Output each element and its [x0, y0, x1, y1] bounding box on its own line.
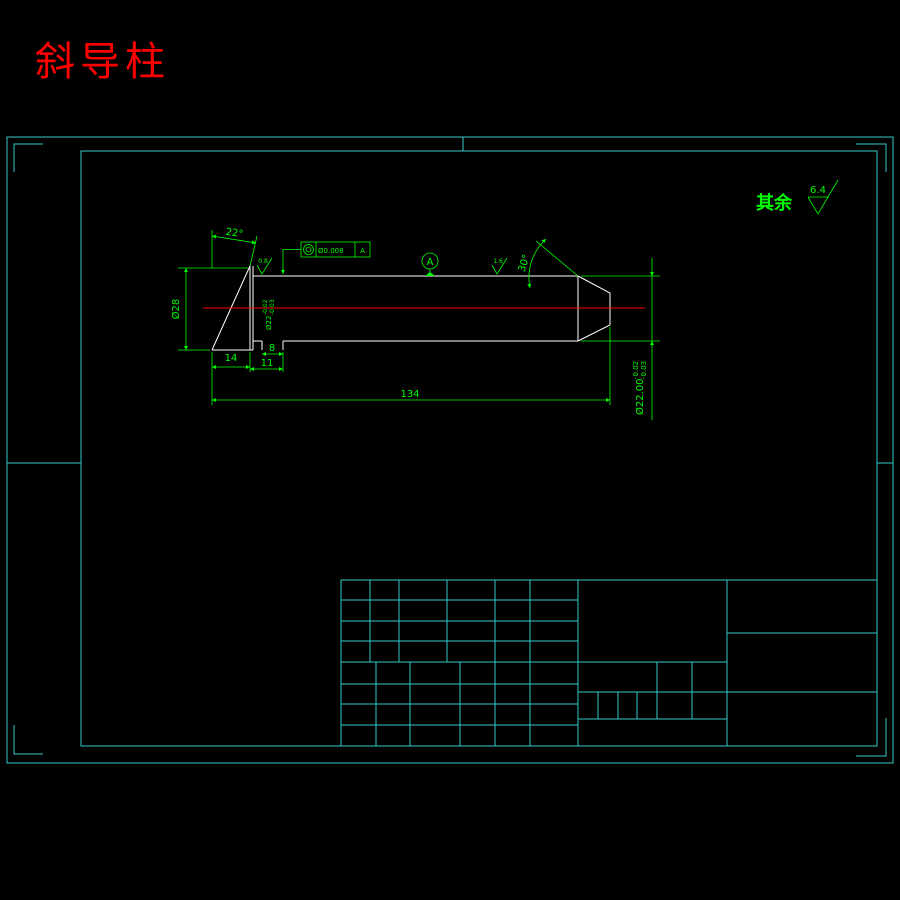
roughness-fit-value: 0.8	[258, 258, 268, 265]
tolerance-value: Ø0.008	[318, 247, 344, 255]
body-diameter-lower-tolerance: -0.03	[640, 361, 648, 379]
roughness-icon	[807, 179, 839, 215]
drawing-title: 斜导柱	[35, 39, 170, 85]
part-outline	[211, 265, 611, 351]
head-length-label: 14	[225, 353, 238, 364]
corner-mark-top-left	[13, 143, 43, 172]
datum-label: A	[427, 257, 434, 268]
corner-mark-bottom-right	[856, 718, 887, 757]
corner-mark-top-right	[856, 143, 887, 172]
chamfered-tip	[577, 275, 611, 342]
fit-diameter-lower-tolerance: -0.03	[269, 299, 276, 315]
geometric-tolerance-frame: Ø0.008 A	[281, 241, 371, 274]
head-angle-dimension-line	[211, 234, 257, 245]
tolerance-leader	[281, 249, 301, 274]
roughness-general-label: 其余	[756, 192, 793, 214]
outer-border	[6, 136, 894, 764]
head-angle-label: 22°	[225, 227, 244, 240]
chamfer-angle-label: 30°	[517, 253, 533, 273]
fit-diameter-label: Ø22 -0.02 -0.03	[262, 299, 276, 330]
body-diameter-value: Ø22.00	[634, 379, 646, 416]
dimensions: 22° Ø28 14 11 8 134 Ø22 -0.02 -0.03	[170, 227, 660, 420]
roughness-body-value: 1.6	[493, 258, 503, 265]
fit-diameter-value: Ø22	[265, 316, 273, 330]
roughness-icon	[491, 257, 508, 275]
roughness-body-surface: 1.6	[491, 257, 508, 275]
roughness-fit-surface: 0.8	[256, 257, 273, 275]
body-diameter-label: Ø22.00 -0.02 -0.03	[632, 361, 648, 415]
title-block-border	[340, 579, 878, 747]
shoulder-length-label: 11	[261, 358, 274, 369]
datum-triangle	[425, 272, 435, 276]
groove-length-label: 8	[269, 343, 275, 354]
body-diameter-upper-tolerance: -0.02	[632, 361, 640, 379]
tolerance-datum: A	[360, 247, 365, 255]
corner-mark-bottom-left	[13, 725, 43, 755]
head-diameter-label: Ø28	[170, 299, 182, 320]
roughness-general-value: 6.4	[810, 185, 826, 196]
roughness-icon	[256, 257, 273, 275]
title-block	[340, 579, 878, 747]
roughness-general-note: 其余 6.4	[756, 179, 839, 215]
datum-symbol: A	[421, 252, 439, 276]
concentricity-icon	[303, 244, 314, 255]
chamfer-angle-arc	[527, 238, 547, 289]
overall-length-label: 134	[400, 389, 419, 400]
fit-diameter-upper-tolerance: -0.02	[262, 299, 269, 315]
